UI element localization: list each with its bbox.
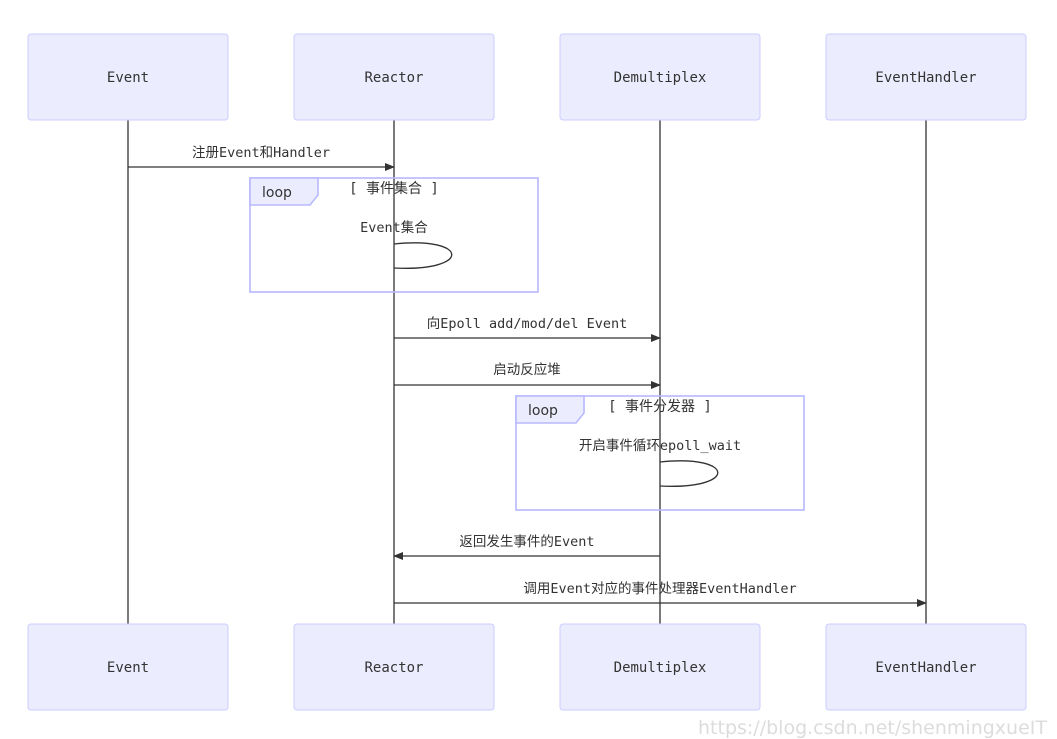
loop-block-2: loop [ 事件分发器 ] bbox=[515, 395, 805, 511]
actor-reactor-bottom: Reactor bbox=[293, 623, 495, 711]
message-1-label: 注册Event和Handler bbox=[192, 145, 330, 161]
message-6-label: 返回发生事件的Event bbox=[459, 534, 594, 550]
loop-2-tag: loop bbox=[528, 403, 558, 419]
actor-eventhandler-top: EventHandler bbox=[825, 33, 1027, 121]
message-7-label: 调用Event对应的事件处理器EventHandler bbox=[523, 580, 796, 597]
message-3-label: 向Epoll add/mod/del Event bbox=[427, 316, 627, 332]
actor-demultiplex-bottom: Demultiplex bbox=[559, 623, 761, 711]
message-2-label: Event集合 bbox=[360, 220, 428, 236]
watermark: https://blog.csdn.net/shenmingxueIT bbox=[698, 717, 1047, 739]
actor-reactor-bottom-label: Reactor bbox=[364, 660, 423, 676]
loop-1-tag: loop bbox=[262, 185, 292, 201]
actor-eventhandler-top-label: EventHandler bbox=[875, 70, 976, 86]
actor-event-top-label: Event bbox=[107, 70, 149, 86]
message-5-self-loop bbox=[659, 460, 719, 487]
message-5-label: 开启事件循环epoll_wait bbox=[579, 438, 741, 454]
actor-event-top: Event bbox=[27, 33, 229, 121]
actor-event-bottom: Event bbox=[27, 623, 229, 711]
loop-1-title: [ 事件集合 ] bbox=[349, 180, 439, 197]
message-2-self-loop bbox=[393, 242, 453, 269]
actor-event-bottom-label: Event bbox=[107, 660, 149, 676]
actor-eventhandler-bottom-label: EventHandler bbox=[875, 660, 976, 676]
actor-demultiplex-bottom-label: Demultiplex bbox=[614, 660, 707, 676]
actor-reactor-top-label: Reactor bbox=[364, 70, 423, 86]
loop-2-title: [ 事件分发器 ] bbox=[608, 399, 712, 415]
actor-reactor-top: Reactor bbox=[293, 33, 495, 121]
actor-demultiplex-top: Demultiplex bbox=[559, 33, 761, 121]
actor-demultiplex-top-label: Demultiplex bbox=[614, 70, 707, 86]
actor-eventhandler-bottom: EventHandler bbox=[825, 623, 1027, 711]
message-4-label: 启动反应堆 bbox=[493, 361, 561, 378]
loop-block-1: loop [ 事件集合 ] bbox=[249, 177, 539, 293]
